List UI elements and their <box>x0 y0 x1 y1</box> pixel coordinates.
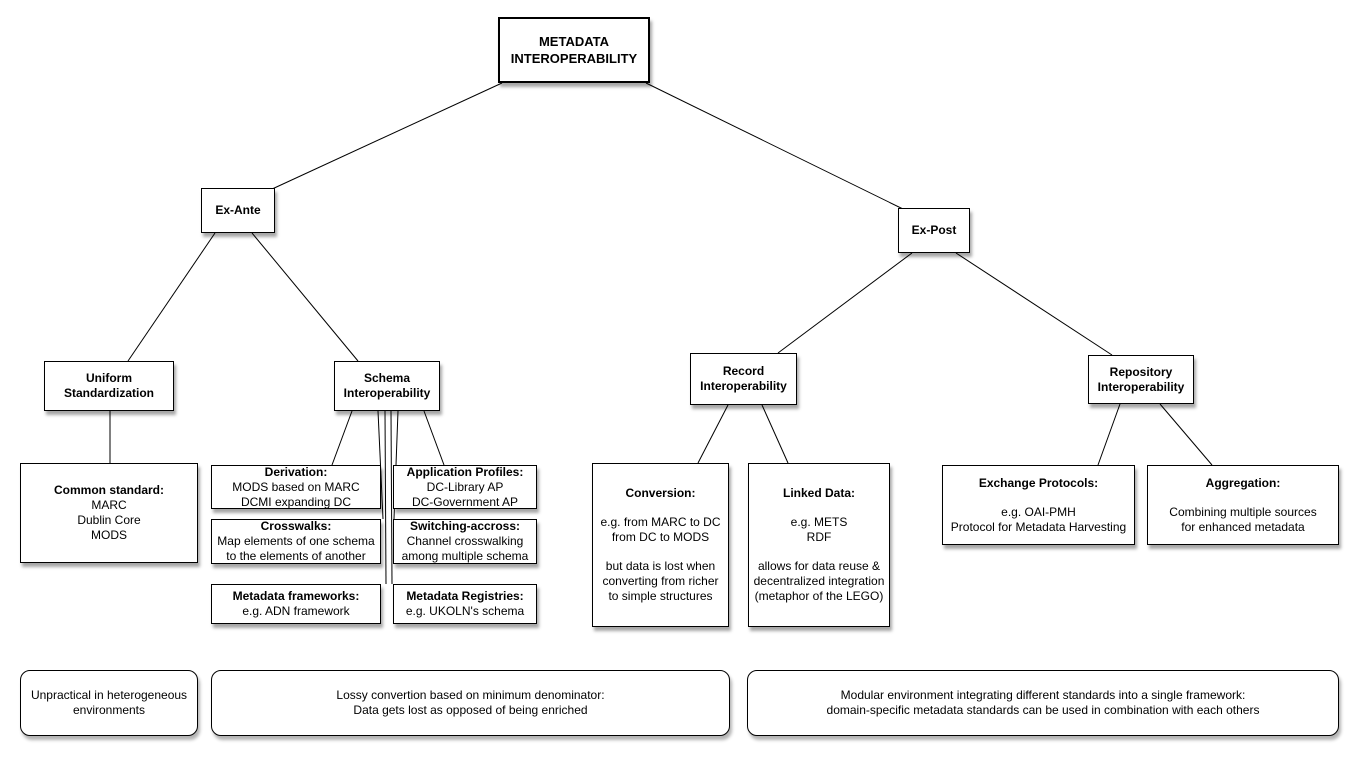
edge-schema-registries <box>390 410 393 585</box>
note-line: Data gets lost as opposed of being enric… <box>353 703 588 717</box>
leaf-body-line: e.g. OAI-PMH <box>1001 504 1076 519</box>
leaf-body-line: Protocol for Metadata Harvesting <box>950 519 1127 534</box>
node-label-line: Interoperability <box>1097 379 1185 394</box>
node-label-line: METADATA <box>538 34 610 49</box>
leaf-heading: Metadata Registries: <box>406 589 524 603</box>
leaf-aggregation: Aggregation: Combining multiple sources … <box>1147 465 1339 545</box>
node-label-line: Ex-Ante <box>215 203 261 217</box>
node-metadata-interoperability: METADATA INTEROPERABILITY <box>498 17 650 83</box>
leaf-body-line: Map elements of one schema <box>217 534 375 548</box>
leaf-body-line: DC-Government AP <box>411 494 519 509</box>
note-ex-ante: Unpractical in heterogeneous environment… <box>20 670 198 736</box>
node-label-line: Record <box>722 364 765 378</box>
note-line: domain-specific metadata standards can b… <box>826 703 1260 717</box>
leaf-body-line: to the elements of another <box>226 549 366 563</box>
leaf-metadata-frameworks: Metadata frameworks: e.g. ADN framework <box>211 584 381 624</box>
note-schema: Lossy convertion based on minimum denomi… <box>211 670 730 736</box>
node-schema-interoperability: Schema Interoperability <box>334 361 440 411</box>
node-label-line: Uniform <box>86 371 132 385</box>
edge-exante-uniform <box>127 232 216 362</box>
node-label-line: Schema <box>363 371 411 385</box>
leaf-heading: Application Profiles: <box>406 464 524 479</box>
leaf-body-line: e.g. from MARC to DC <box>600 515 721 529</box>
leaf-body-line: from DC to MODS <box>611 530 710 544</box>
leaf-heading: Aggregation: <box>1205 475 1281 490</box>
node-label-line: Repository <box>1109 364 1173 379</box>
leaf-heading: Exchange Protocols: <box>978 475 1099 490</box>
node-label-line: Interoperability <box>343 386 431 400</box>
note-line: environments <box>72 703 146 717</box>
note-line: Lossy convertion based on minimum denomi… <box>336 688 605 702</box>
leaf-common-standard: Common standard: MARC Dublin Core MODS <box>20 463 198 563</box>
leaf-heading: Metadata frameworks: <box>232 589 360 603</box>
leaf-body-line: DC-Library AP <box>426 479 504 494</box>
node-ex-post: Ex-Post <box>898 208 970 253</box>
edge-expost-repository <box>955 252 1113 356</box>
node-ex-ante: Ex-Ante <box>201 188 275 233</box>
node-label-line: INTEROPERABILITY <box>510 51 638 66</box>
leaf-body-line: but data is lost when <box>605 559 716 573</box>
edge-schema-frameworks <box>384 410 387 585</box>
leaf-body-line: MODS based on MARC <box>232 479 360 494</box>
edge-root-exante <box>269 82 503 191</box>
leaf-body-line: DCMI expanding DC <box>240 494 352 509</box>
edge-schema-derivation <box>331 410 353 466</box>
edge-exante-schema <box>251 232 359 362</box>
edge-root-expost <box>645 82 904 210</box>
note-ex-post: Modular environment integrating differen… <box>747 670 1339 736</box>
leaf-body-line: MARC <box>91 498 127 512</box>
leaf-body-line: Combining multiple sources <box>1169 504 1317 519</box>
edge-expost-record <box>777 252 913 354</box>
leaf-heading: Derivation: <box>264 464 328 479</box>
leaf-conversion: Conversion: e.g. from MARC to DC from DC… <box>592 463 729 627</box>
node-label-line: Interoperability <box>700 379 787 393</box>
leaf-body-line: decentralized integration <box>753 574 885 588</box>
leaf-heading: Switching-accross: <box>409 519 521 533</box>
edge-repository-exchange <box>1097 403 1121 466</box>
edge-repository-aggregation <box>1159 403 1213 466</box>
edge-record-linkeddata <box>761 404 789 464</box>
leaf-body-line: for enhanced metadata <box>1181 519 1305 534</box>
leaf-heading: Linked Data: <box>782 486 855 500</box>
leaf-body-line: (metaphor of the LEGO) <box>754 589 884 603</box>
leaf-switching-accross: Switching-accross: Channel crosswalking … <box>393 519 537 564</box>
leaf-body-line: Dublin Core <box>77 513 141 527</box>
leaf-body-line: among multiple schema <box>401 549 529 563</box>
node-uniform-standardization: Uniform Standardization <box>44 361 174 411</box>
leaf-body-line: e.g. ADN framework <box>242 604 350 618</box>
leaf-crosswalks: Crosswalks: Map elements of one schema t… <box>211 519 381 564</box>
node-record-interoperability: Record Interoperability <box>690 353 797 405</box>
leaf-body-line: Channel crosswalking <box>406 534 524 548</box>
leaf-body-line: e.g. UKOLN's schema <box>405 604 525 618</box>
note-line: Unpractical in heterogeneous <box>30 688 188 702</box>
leaf-heading: Crosswalks: <box>260 519 332 533</box>
note-line: Modular environment integrating differen… <box>840 688 1246 702</box>
leaf-derivation: Derivation: MODS based on MARC DCMI expa… <box>211 465 381 509</box>
edge-record-conversion <box>697 404 729 464</box>
leaf-exchange-protocols: Exchange Protocols: e.g. OAI-PMH Protoco… <box>942 465 1135 545</box>
edge-schema-appprofiles <box>423 410 445 466</box>
leaf-body-line: MODS <box>91 528 127 542</box>
leaf-heading: Common standard: <box>53 483 164 497</box>
leaf-body-line: allows for data reuse & <box>757 559 881 573</box>
node-repository-interoperability: Repository Interoperability <box>1088 355 1194 404</box>
node-label-line: Ex-Post <box>911 223 957 237</box>
leaf-body-line: RDF <box>806 530 832 544</box>
leaf-linked-data: Linked Data: e.g. METS RDF allows for da… <box>748 463 890 627</box>
leaf-body-line: e.g. METS <box>790 515 848 529</box>
node-label-line: Standardization <box>63 386 154 400</box>
leaf-heading: Conversion: <box>625 486 696 500</box>
leaf-application-profiles: Application Profiles: DC-Library AP DC-G… <box>393 465 537 509</box>
leaf-metadata-registries: Metadata Registries: e.g. UKOLN's schema <box>393 584 537 624</box>
leaf-body-line: to simple structures <box>608 589 713 603</box>
leaf-body-line: converting from richer <box>602 574 719 588</box>
